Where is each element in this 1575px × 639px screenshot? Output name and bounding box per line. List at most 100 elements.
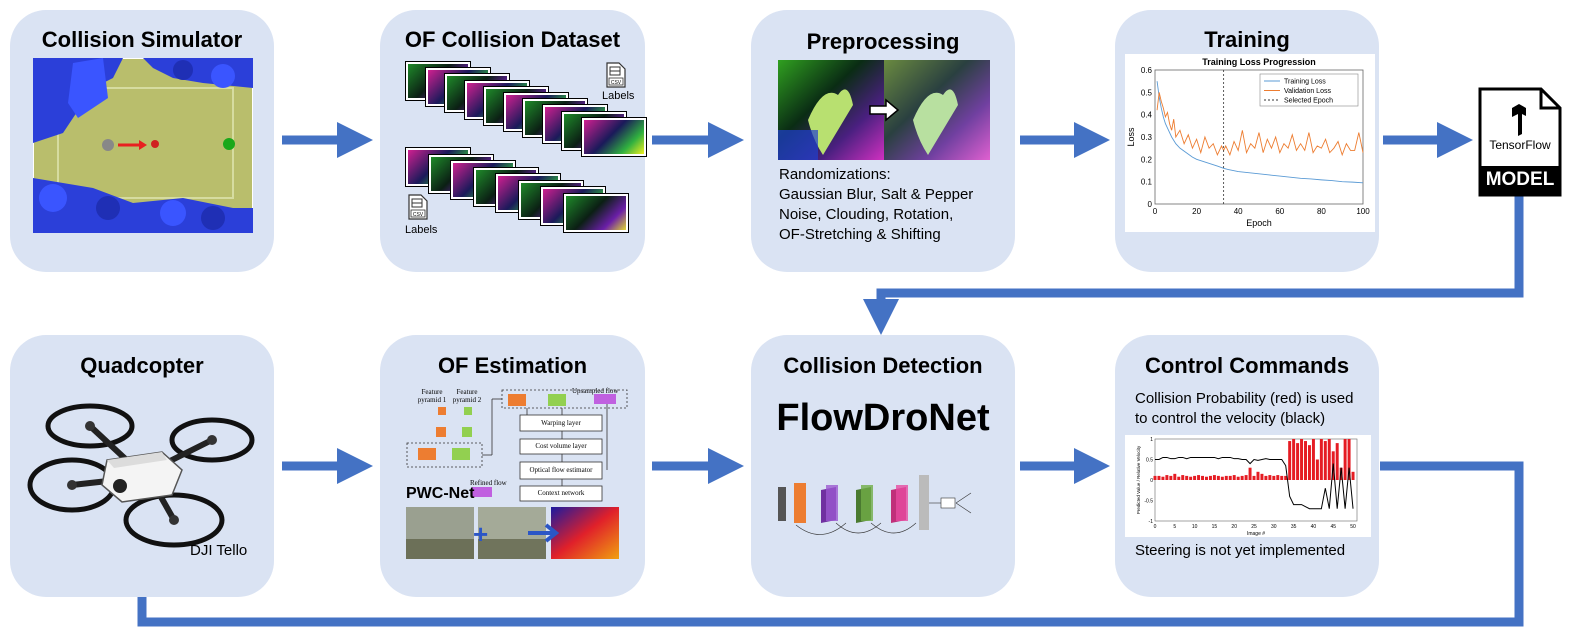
randomization-line-3: Noise, Clouding, Rotation, xyxy=(779,206,954,223)
of-estimation-images: + xyxy=(406,507,619,559)
y-tick-label: 0 xyxy=(1148,200,1153,209)
svg-text:+: + xyxy=(473,519,488,549)
x-tick-label: 80 xyxy=(1317,207,1326,216)
labels-caption: Labels xyxy=(405,224,438,236)
probability-bar xyxy=(1212,475,1216,480)
probability-bar xyxy=(1236,476,1240,480)
probability-bar xyxy=(1244,475,1248,480)
panel-title: Preprocessing xyxy=(806,29,960,54)
series-line-validation-loss xyxy=(1156,92,1364,157)
x-tick-label: 40 xyxy=(1311,524,1317,530)
x-tick-label: 30 xyxy=(1271,524,1277,530)
y-tick-label: -1 xyxy=(1149,519,1154,525)
x-tick-label: 15 xyxy=(1212,524,1218,530)
x-tick-label: 20 xyxy=(1231,524,1237,530)
panel-title: OF Collision Dataset xyxy=(404,27,621,52)
x-axis-label: Epoch xyxy=(1246,218,1272,228)
optical-flow-frame xyxy=(563,193,628,232)
dataset-stack-2 xyxy=(406,148,636,243)
probability-bar xyxy=(1300,439,1304,480)
probability-bar xyxy=(1189,476,1193,480)
context-network-box: Context network xyxy=(537,489,585,497)
randomization-line-1: Randomizations: xyxy=(779,166,891,183)
probability-bar xyxy=(1323,441,1327,480)
feature-pyramid-1-label: Feature pyramid 1 xyxy=(417,388,447,404)
legend-entry: Validation Loss xyxy=(1284,88,1331,95)
probability-bar xyxy=(1284,475,1288,480)
panel-quadcopter: Quadcopter DJI Tello xyxy=(10,335,274,597)
x-tick-label: 5 xyxy=(1173,524,1176,530)
optical-flow-estimator-box: Optical flow estimator xyxy=(529,466,593,474)
x-tick-label: 35 xyxy=(1291,524,1297,530)
model-label: MODEL xyxy=(1485,169,1555,190)
optical-flow-frame xyxy=(581,117,646,156)
arrow-model-to-detection xyxy=(863,195,1524,335)
control-description-line-2: to control the velocity (black) xyxy=(1135,410,1326,427)
probability-bar xyxy=(1220,476,1224,480)
probability-bar xyxy=(1185,475,1189,480)
y-tick-label: -0.5 xyxy=(1144,499,1153,505)
probability-bar xyxy=(1157,475,1161,480)
model-file-icon xyxy=(1478,87,1562,197)
x-tick-label: 25 xyxy=(1251,524,1257,530)
panel-of-dataset: OF Collision Dataset CSV Labels CSV Labe… xyxy=(380,10,646,272)
randomization-line-2: Gaussian Blur, Salt & Pepper xyxy=(779,186,974,203)
x-tick-label: 100 xyxy=(1356,207,1370,216)
chart-title: Training Loss Progression xyxy=(1202,57,1316,67)
preprocessing-flow-images xyxy=(778,60,990,160)
x-tick-label: 60 xyxy=(1275,207,1284,216)
y-axis-label: Loss xyxy=(1126,127,1136,147)
probability-bar xyxy=(1193,475,1197,480)
x-tick-label: 50 xyxy=(1350,524,1356,530)
csv-file-icon: CSV xyxy=(606,62,626,88)
cost-volume-layer-box: Cost volume layer xyxy=(535,442,587,450)
pwc-net-label: PWC-Net xyxy=(406,485,475,502)
probability-bar xyxy=(1248,467,1252,480)
x-tick-label: 0 xyxy=(1154,524,1157,530)
probability-bar xyxy=(1181,475,1185,480)
dji-tello-drone-image xyxy=(27,403,255,548)
probability-bar xyxy=(1224,475,1228,480)
probability-bar xyxy=(1280,475,1284,480)
probability-bar xyxy=(1276,475,1280,480)
probability-bar xyxy=(1256,471,1260,480)
panel-control-commands: Control Commands Collision Probability (… xyxy=(1115,335,1379,597)
y-tick-label: 0.5 xyxy=(1141,88,1153,97)
probability-bar xyxy=(1232,475,1236,480)
probability-bar xyxy=(1327,439,1331,480)
probability-bar xyxy=(1216,475,1220,480)
probability-bar xyxy=(1201,475,1205,480)
panel-collision-simulator: Collision Simulator xyxy=(10,10,274,272)
y-tick-label: 0.1 xyxy=(1141,178,1153,187)
y-axis-label: Predicted Value / Relative Velocity xyxy=(1136,445,1141,514)
probability-bar xyxy=(1228,475,1232,480)
probability-bar xyxy=(1311,439,1315,480)
probability-bar xyxy=(1240,475,1244,480)
plot-area xyxy=(1154,69,1364,205)
panel-title: Control Commands xyxy=(1144,353,1350,378)
y-tick-label: 0.3 xyxy=(1141,133,1153,142)
flowdronet-architecture-diagram xyxy=(778,475,972,535)
probability-bar xyxy=(1272,475,1276,480)
refined-flow-label: Refined flow xyxy=(470,479,507,487)
probability-bar xyxy=(1197,475,1201,480)
dataset-stack-1 xyxy=(406,62,646,157)
probability-bar xyxy=(1165,475,1169,480)
tensorflow-model-icon: TensorFlow MODEL xyxy=(1477,86,1563,198)
upsampled-flow-label: Upsampled flow xyxy=(572,387,619,395)
svg-text:CSV: CSV xyxy=(413,212,424,218)
panel-of-estimation: OF Estimation Feature pyramid 1 Feature … xyxy=(380,335,645,597)
csv-file-icon: CSV xyxy=(408,194,428,220)
probability-bar xyxy=(1343,439,1347,480)
x-tick-label: 45 xyxy=(1330,524,1336,530)
pwc-net-diagram: Feature pyramid 1 Feature pyramid 2 Upsa… xyxy=(402,385,642,505)
panel-title: Training xyxy=(1204,27,1290,52)
probability-bar xyxy=(1205,476,1208,480)
probability-bar xyxy=(1335,443,1339,480)
panel-preprocessing: Preprocessing Randomizations: Gaussian B… xyxy=(751,10,1015,272)
control-description-line-1: Collision Probability (red) is used xyxy=(1135,390,1354,407)
y-tick-label: 1 xyxy=(1150,437,1153,443)
